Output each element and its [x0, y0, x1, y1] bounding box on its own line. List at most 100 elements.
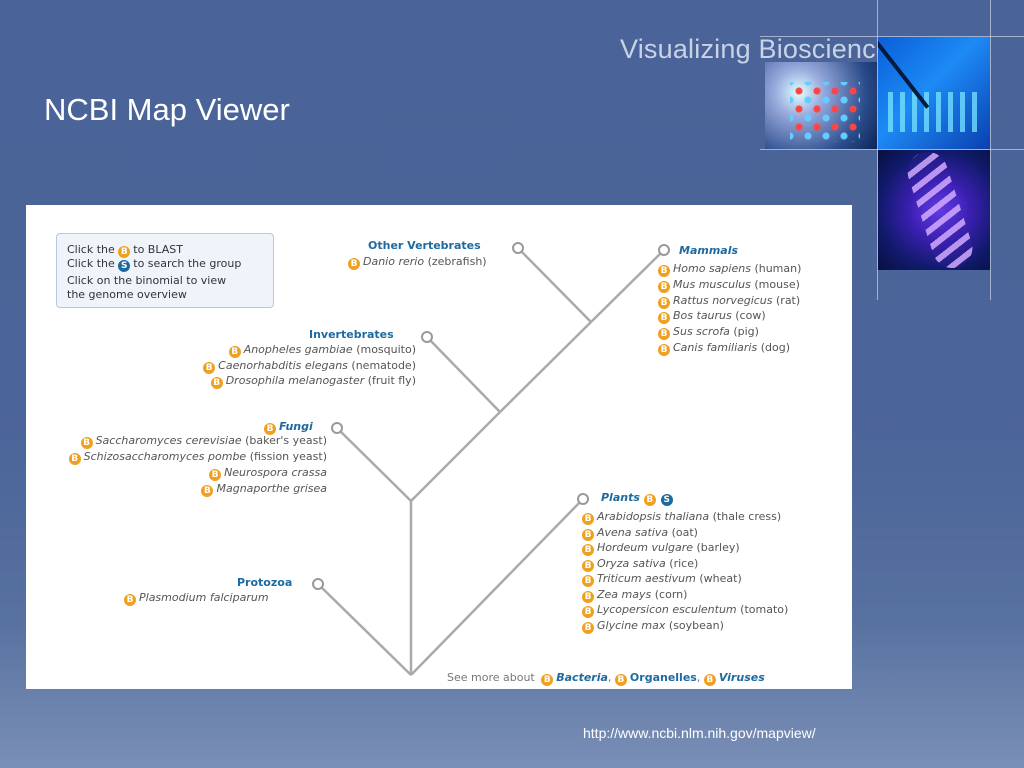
blast-icon[interactable]: B: [203, 361, 216, 374]
blast-icon[interactable]: B: [210, 377, 223, 389]
bioscience-image-assay: [878, 37, 990, 149]
species-link[interactable]: Avena sativa: [597, 525, 669, 539]
blast-icon[interactable]: B: [658, 265, 670, 277]
blast-icon[interactable]: B: [614, 674, 627, 686]
blast-icon[interactable]: B: [582, 575, 594, 587]
species-link[interactable]: Rattus norvegicus: [673, 293, 773, 307]
group-plants-label[interactable]: Plants: [601, 491, 640, 504]
search-icon[interactable]: S: [660, 494, 673, 506]
blast-icon[interactable]: B: [348, 258, 360, 270]
blast-icon[interactable]: B: [582, 590, 594, 603]
blast-icon[interactable]: B: [124, 594, 136, 606]
species-link[interactable]: Mus musculus: [673, 277, 751, 291]
group-protozoa[interactable]: Protozoa: [237, 576, 293, 589]
blast-icon[interactable]: B: [582, 621, 594, 634]
common-name: (fission yeast): [249, 450, 327, 463]
blast-icon[interactable]: B: [582, 544, 594, 556]
species-link[interactable]: Triticum aestivum: [597, 572, 696, 585]
decor-line: [877, 0, 878, 300]
blast-icon[interactable]: B: [582, 513, 594, 525]
group-other-vertebrates[interactable]: Other Vertebrates: [368, 239, 481, 252]
species-link[interactable]: Arabidopsis thaliana: [597, 510, 710, 523]
species-link[interactable]: Hordeum vulgare: [597, 541, 694, 554]
blast-icon[interactable]: B: [582, 559, 594, 572]
species-link[interactable]: Zea mays: [597, 587, 652, 601]
species-link[interactable]: Magnaporthe grisea: [216, 482, 327, 495]
blast-icon[interactable]: B: [703, 674, 716, 686]
blast-icon[interactable]: B: [643, 494, 656, 506]
common-name: (zebrafish): [427, 255, 487, 268]
node-fungi: [331, 422, 343, 434]
blast-icon[interactable]: B: [201, 485, 214, 497]
species-link[interactable]: Caenorhabditis elegans: [218, 358, 348, 372]
separator: ,: [696, 671, 701, 684]
organelles-link[interactable]: Organelles: [629, 671, 697, 684]
group-fungi-label[interactable]: Fungi: [279, 420, 313, 433]
blast-icon[interactable]: B: [582, 528, 594, 541]
species-link[interactable]: Lycopersicon esculentum: [597, 603, 737, 616]
common-name: (thale cress): [712, 510, 782, 523]
brand-title: Visualizing Biosciences: [620, 34, 905, 64]
viruses-link[interactable]: Viruses: [718, 671, 765, 684]
species-link[interactable]: Glycine max: [597, 618, 666, 632]
group-invertebrates[interactable]: Invertebrates: [309, 328, 394, 341]
species-link[interactable]: Bos taurus: [673, 309, 732, 323]
blast-icon[interactable]: B: [80, 437, 93, 449]
blast-icon[interactable]: B: [582, 606, 594, 618]
blast-icon[interactable]: B: [541, 674, 554, 686]
species-link[interactable]: Anopheles gambiae: [243, 343, 353, 356]
bacteria-link[interactable]: Bacteria: [556, 671, 608, 684]
info-text: to BLAST: [133, 243, 183, 256]
species-link[interactable]: Sus scrofa: [673, 325, 730, 339]
species-link[interactable]: Neurospora crassa: [224, 466, 327, 479]
decor-line: [760, 36, 1024, 37]
species-link[interactable]: Plasmodium falciparum: [139, 591, 269, 604]
species-link[interactable]: Canis familiaris: [673, 341, 758, 354]
species-link[interactable]: Oryza sativa: [597, 556, 666, 570]
blast-icon: B: [118, 246, 131, 258]
species-link[interactable]: Homo sapiens: [673, 262, 751, 275]
blast-icon[interactable]: B: [658, 344, 670, 356]
species-link[interactable]: Saccharomyces cerevisiae: [95, 434, 242, 447]
group-mammals[interactable]: Mammals: [679, 244, 739, 257]
node-plants: [577, 493, 589, 505]
blast-icon[interactable]: B: [658, 312, 670, 325]
blast-icon[interactable]: B: [658, 280, 670, 293]
slide-title: NCBI Map Viewer: [44, 92, 290, 127]
source-url[interactable]: http://www.ncbi.nlm.nih.gov/mapview/: [583, 725, 816, 741]
blast-icon[interactable]: B: [264, 423, 276, 435]
blast-icon[interactable]: B: [228, 346, 241, 358]
blast-icon[interactable]: B: [209, 469, 222, 481]
blast-icon[interactable]: B: [658, 296, 670, 309]
blast-icon[interactable]: B: [658, 328, 670, 341]
species-link[interactable]: Danio rerio: [363, 255, 425, 268]
species-link[interactable]: Drosophila melanogaster: [225, 374, 365, 387]
species-link[interactable]: Schizosaccharomyces pombe: [83, 450, 247, 463]
blast-icon[interactable]: B: [68, 453, 81, 465]
